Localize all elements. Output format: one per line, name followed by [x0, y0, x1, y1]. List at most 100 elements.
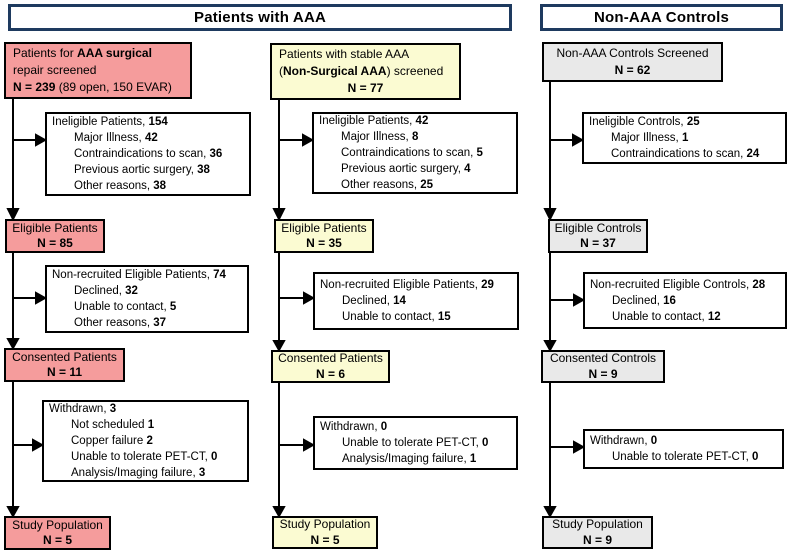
text-line: (Non-Surgical AAA) screened — [279, 64, 444, 78]
text-line: Contraindications to scan, 24 — [611, 148, 760, 160]
text-line: repair screened — [13, 63, 97, 77]
text-line: Study Population — [552, 517, 643, 531]
text-line: Patients for AAA surgical — [13, 46, 152, 60]
box-withdrawn-non-surgical-aaa: Withdrawn, 0 Unable to tolerate PET-CT, 0… — [313, 416, 518, 470]
arrowhead-down — [543, 340, 557, 353]
text-line: Ineligible Patients, 154 — [52, 116, 168, 128]
arrowhead-down — [6, 506, 20, 519]
box-ineligible-non-surgical-aaa: Ineligible Patients, 42 Major Illness, 8 C… — [312, 112, 518, 194]
arrowhead-down — [543, 506, 557, 519]
arrowhead-down — [6, 338, 20, 351]
text-line: Eligible Patients — [12, 220, 98, 235]
arrowhead-right — [303, 291, 316, 305]
text-line: N = 37 — [580, 236, 616, 250]
text-line: Eligible Patients — [281, 220, 367, 235]
arrows-non-surgical-aaa — [272, 100, 316, 519]
text-line: Other reasons, 25 — [341, 179, 434, 191]
text-line: Unable to tolerate PET-CT, 0 — [71, 451, 218, 463]
text-line: Consented Controls — [549, 351, 657, 365]
arrows-aaa-surgical — [6, 99, 48, 519]
text-line: N = 9 — [588, 366, 618, 381]
arrowhead-right — [302, 133, 315, 147]
text-line: Non-recruited Eligible Patients, 74 — [52, 269, 226, 281]
box-non-recruited-non-surgical-aaa: Non-recruited Eligible Patients, 29 Decli… — [313, 272, 519, 330]
arrowhead-right — [35, 133, 48, 147]
text-line: Consented Patients — [12, 349, 117, 364]
text-line: Study Population — [279, 517, 371, 531]
arrowhead-right — [303, 438, 316, 452]
arrowhead-right — [572, 133, 585, 147]
arrowhead-down — [272, 208, 286, 222]
arrowhead-right — [32, 438, 45, 452]
text-line: Other reasons, 38 — [74, 180, 167, 192]
text-line: N = 77 — [347, 81, 384, 95]
text-line: Analysis/Imaging failure, 1 — [342, 453, 477, 465]
text-line: Declined, 16 — [612, 294, 676, 307]
text-line: N = 239 (89 open, 150 EVAR) — [13, 80, 172, 94]
text-line: Major Illness, 1 — [611, 132, 689, 144]
box-screened-aaa-surgical: Patients for AAA surgical repair screened… — [4, 42, 192, 99]
text-line: Withdrawn, 3 — [49, 403, 117, 415]
arrowhead-down — [6, 208, 20, 222]
arrowhead-right — [573, 440, 586, 454]
text-line: Copper failure 2 — [71, 435, 153, 447]
text-line: Unable to contact, 5 — [74, 301, 177, 313]
text-line: Non-recruited Eligible Patients, 29 — [320, 279, 494, 291]
text-line: N = 6 — [315, 366, 345, 381]
text-line: Declined, 14 — [342, 295, 406, 307]
box-screened-non-surgical-aaa: Patients with stable AAA (Non-Surgical AA… — [270, 43, 461, 100]
text-line: N = 5 — [310, 532, 340, 547]
text-line: N = 35 — [306, 236, 342, 250]
text-line: Consented Patients — [278, 351, 383, 365]
text-line: Unable to contact, 12 — [612, 310, 721, 323]
text-line: Withdrawn, 0 — [590, 435, 658, 447]
text-line: Study Population — [12, 517, 103, 532]
text-line: Unable to tolerate PET-CT, 0 — [342, 437, 489, 449]
text-line: Unable to tolerate PET-CT, 0 — [612, 451, 759, 463]
text-line: Not scheduled 1 — [71, 419, 155, 431]
box-ineligible-controls: Ineligible Controls, 25 Major Illness, 1 C… — [582, 112, 787, 164]
header-patients-with-aaa: Patients with AAA — [8, 4, 512, 31]
text-line: Major Illness, 8 — [341, 131, 419, 143]
text-line: N = 5 — [42, 533, 72, 547]
text-line: Patients with stable AAA — [279, 47, 410, 61]
box-non-recruited-controls: Non-recruited Eligible Controls, 28 Decli… — [583, 272, 787, 329]
text-line: Contraindications to scan, 5 — [341, 147, 483, 159]
text-line: Previous aortic surgery, 38 — [74, 164, 210, 176]
text-line: Ineligible Patients, 42 — [319, 115, 429, 127]
box-screened-controls: Non-AAA Controls Screened N = 62 — [542, 42, 723, 82]
text-line: Other reasons, 37 — [74, 317, 167, 329]
arrowhead-right — [35, 291, 48, 305]
arrows-non-aaa-controls — [543, 82, 586, 519]
box-withdrawn-aaa-surgical: Withdrawn, 3 Not scheduled 1 Copper failur… — [42, 400, 249, 482]
text-line: Analysis/Imaging failure, 3 — [71, 467, 206, 479]
text-line: Eligible Controls — [554, 220, 642, 235]
header-non-aaa-controls: Non-AAA Controls — [540, 4, 783, 31]
text-line: N = 11 — [46, 365, 83, 379]
text-line: Unable to contact, 15 — [342, 311, 451, 323]
text-line: Non-AAA Controls Screened — [556, 46, 709, 60]
text-line: Previous aortic surgery, 4 — [341, 163, 471, 175]
text-line: N = 9 — [582, 532, 612, 547]
text-line: N = 85 — [37, 236, 73, 250]
box-non-recruited-aaa-surgical: Non-recruited Eligible Patients, 74 Decli… — [45, 265, 249, 333]
text-line: Major Illness, 42 — [74, 132, 158, 144]
text-line: Declined, 32 — [74, 285, 138, 297]
text-line: Withdrawn, 0 — [320, 421, 388, 433]
text-line: Contraindications to scan, 36 — [74, 148, 223, 160]
text-line: Non-recruited Eligible Controls, 28 — [590, 278, 766, 291]
text-line: Ineligible Controls, 25 — [589, 116, 700, 128]
text-line: N = 62 — [614, 63, 651, 77]
box-withdrawn-controls: Withdrawn, 0 Unable to tolerate PET-CT, 0 — [583, 429, 784, 469]
